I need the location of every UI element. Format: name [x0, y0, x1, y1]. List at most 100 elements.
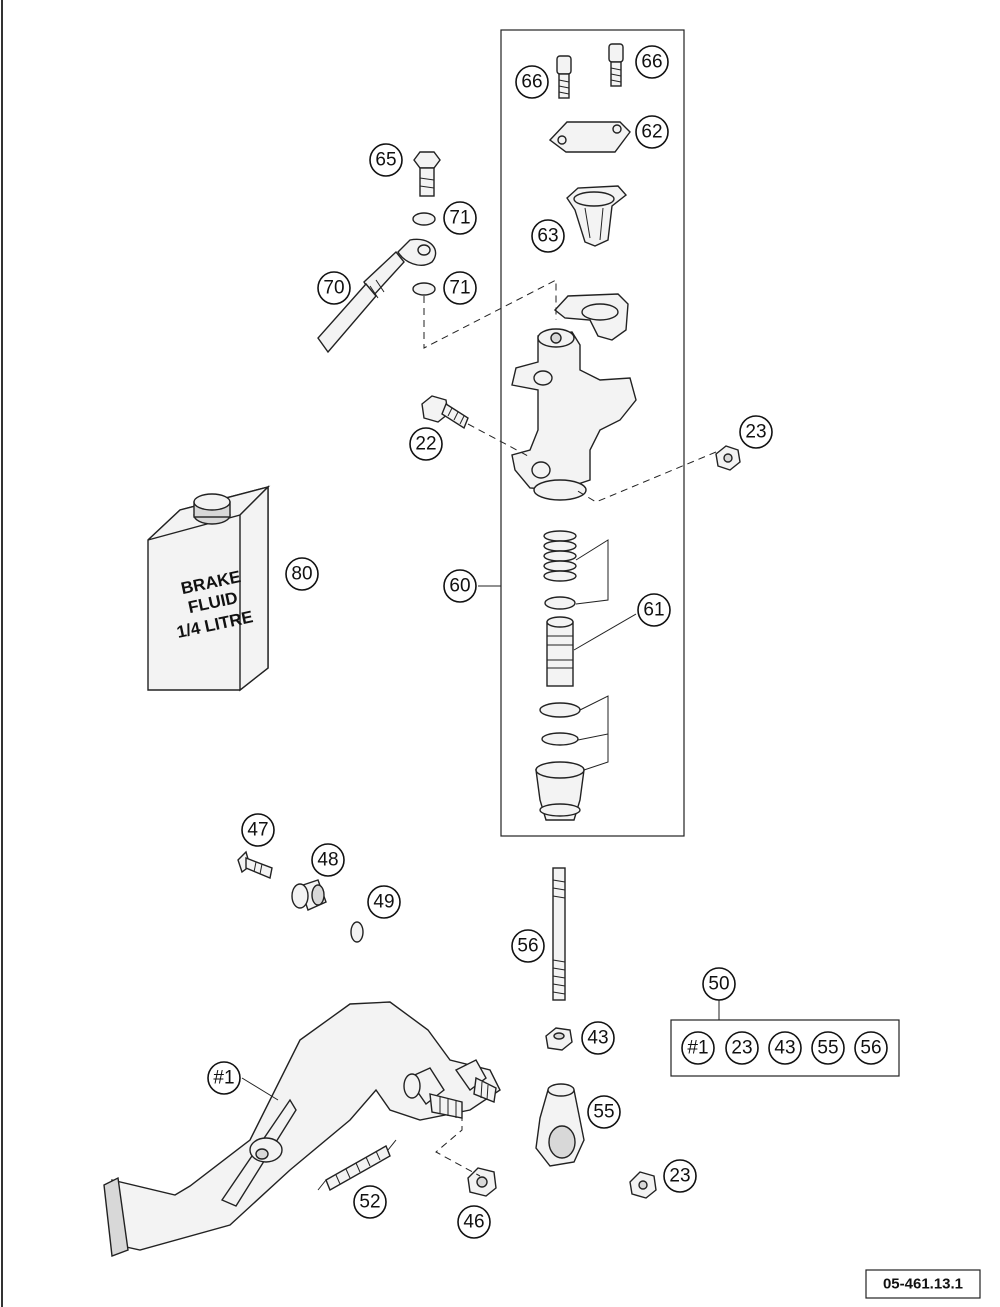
leader-pedal-1 [241, 1077, 279, 1101]
svg-text:66: 66 [521, 72, 542, 93]
screw-66-right [608, 43, 624, 87]
callout-48: 48 [311, 843, 345, 877]
svg-text:56: 56 [860, 1038, 881, 1059]
callout-55: 55 [587, 1095, 621, 1129]
callout-50: 50 [702, 967, 736, 1001]
svg-text:23: 23 [745, 422, 766, 443]
brake-pedal [103, 1001, 501, 1257]
kit-item-pedal: #1 [681, 1031, 715, 1065]
callout-22: 22 [409, 427, 443, 461]
callout-62: 62 [635, 115, 669, 149]
svg-text:62: 62 [641, 122, 662, 143]
assembly-line-bolt-22 [467, 423, 529, 457]
callout-23-lower: 23 [663, 1159, 697, 1193]
callout-pedal-1: #1 [207, 1061, 241, 1095]
svg-text:55: 55 [593, 1102, 614, 1123]
reservoir-63 [566, 185, 628, 247]
callout-63: 63 [531, 219, 565, 253]
fork-55 [535, 1083, 585, 1167]
assembly-line-pedal-to-nut-46 [435, 1114, 481, 1177]
kit-item-23: 23 [725, 1031, 759, 1065]
master-cylinder-body [511, 293, 637, 501]
kit-item-43: 43 [768, 1031, 802, 1065]
svg-text:23: 23 [669, 1166, 690, 1187]
svg-text:52: 52 [359, 1192, 380, 1213]
spring-52 [317, 1139, 397, 1192]
callout-49: 49 [367, 885, 401, 919]
svg-text:23: 23 [731, 1038, 752, 1059]
nut-46 [467, 1167, 497, 1197]
washer-61 [539, 702, 581, 718]
svg-text:71: 71 [449, 208, 470, 229]
seal-ring-61 [544, 596, 576, 610]
leader-61-lower [577, 695, 609, 741]
banjo-bolt-65 [413, 151, 441, 197]
lock-washer-49 [350, 921, 364, 943]
leader-61-boot [583, 734, 609, 771]
screw-47 [237, 850, 273, 879]
boot-61 [535, 761, 585, 821]
washer-71-upper [412, 212, 436, 226]
assembly-line-hose-to-body [423, 279, 557, 349]
svg-text:56: 56 [517, 936, 538, 957]
svg-text:47: 47 [247, 820, 268, 841]
svg-text:43: 43 [587, 1028, 608, 1049]
svg-text:#1: #1 [687, 1038, 708, 1059]
kit-50-box [670, 1019, 900, 1077]
svg-text:46: 46 [463, 1212, 484, 1233]
reservoir-cap-62 [548, 121, 631, 153]
svg-text:60: 60 [449, 576, 470, 597]
reference-code-box [865, 1269, 981, 1299]
svg-text:71: 71 [449, 278, 470, 299]
svg-text:61: 61 [643, 600, 664, 621]
svg-text:43: 43 [774, 1038, 795, 1059]
nut-23-upper [715, 445, 741, 471]
brake-hose-70 [317, 238, 437, 354]
svg-text:49: 49 [373, 892, 394, 913]
callout-61: 61 [637, 593, 671, 627]
callout-71-upper: 71 [443, 201, 477, 235]
leader-61-piston [573, 613, 637, 651]
callout-71-lower: 71 [443, 271, 477, 305]
svg-text:80: 80 [291, 564, 312, 585]
svg-text:50: 50 [708, 974, 729, 995]
callout-66-right: 66 [635, 45, 669, 79]
bushing-48 [291, 879, 327, 911]
svg-text:55: 55 [817, 1038, 838, 1059]
reference-code: 05-461.13.1 [883, 1276, 963, 1293]
master-cylinder-group-frame [500, 29, 685, 837]
kit-item-56: 56 [854, 1031, 888, 1065]
svg-text:22: 22 [415, 434, 436, 455]
callout-23-upper: 23 [739, 415, 773, 449]
callout-46: 46 [457, 1205, 491, 1239]
nut-43 [545, 1027, 573, 1051]
callout-60: 60 [443, 569, 477, 603]
callout-66-left: 66 [515, 65, 549, 99]
leader-61-spring [575, 539, 609, 605]
svg-text:#1: #1 [213, 1068, 234, 1089]
assembly-line-nut-23 [575, 451, 717, 503]
callout-56: 56 [511, 929, 545, 963]
svg-text:63: 63 [537, 226, 558, 247]
callout-47: 47 [241, 813, 275, 847]
kit-item-55: 55 [811, 1031, 845, 1065]
svg-text:70: 70 [323, 278, 344, 299]
washer-71-lower [412, 282, 436, 296]
piston-61 [546, 616, 574, 687]
nut-23-lower [629, 1171, 657, 1199]
callout-43: 43 [581, 1021, 615, 1055]
screw-66-left [556, 55, 572, 99]
bolt-22 [421, 395, 469, 430]
circlip-61 [541, 732, 579, 746]
callout-65: 65 [369, 143, 403, 177]
svg-text:48: 48 [317, 850, 338, 871]
svg-text:66: 66 [641, 52, 662, 73]
callout-70: 70 [317, 271, 351, 305]
spring-61 [543, 530, 577, 582]
callout-80: 80 [285, 557, 319, 591]
callout-52: 52 [353, 1185, 387, 1219]
stud-56 [552, 867, 566, 1001]
brake-fluid-can-80: BRAKE FLUID 1/4 LITRE [147, 485, 271, 692]
svg-text:65: 65 [375, 150, 396, 171]
